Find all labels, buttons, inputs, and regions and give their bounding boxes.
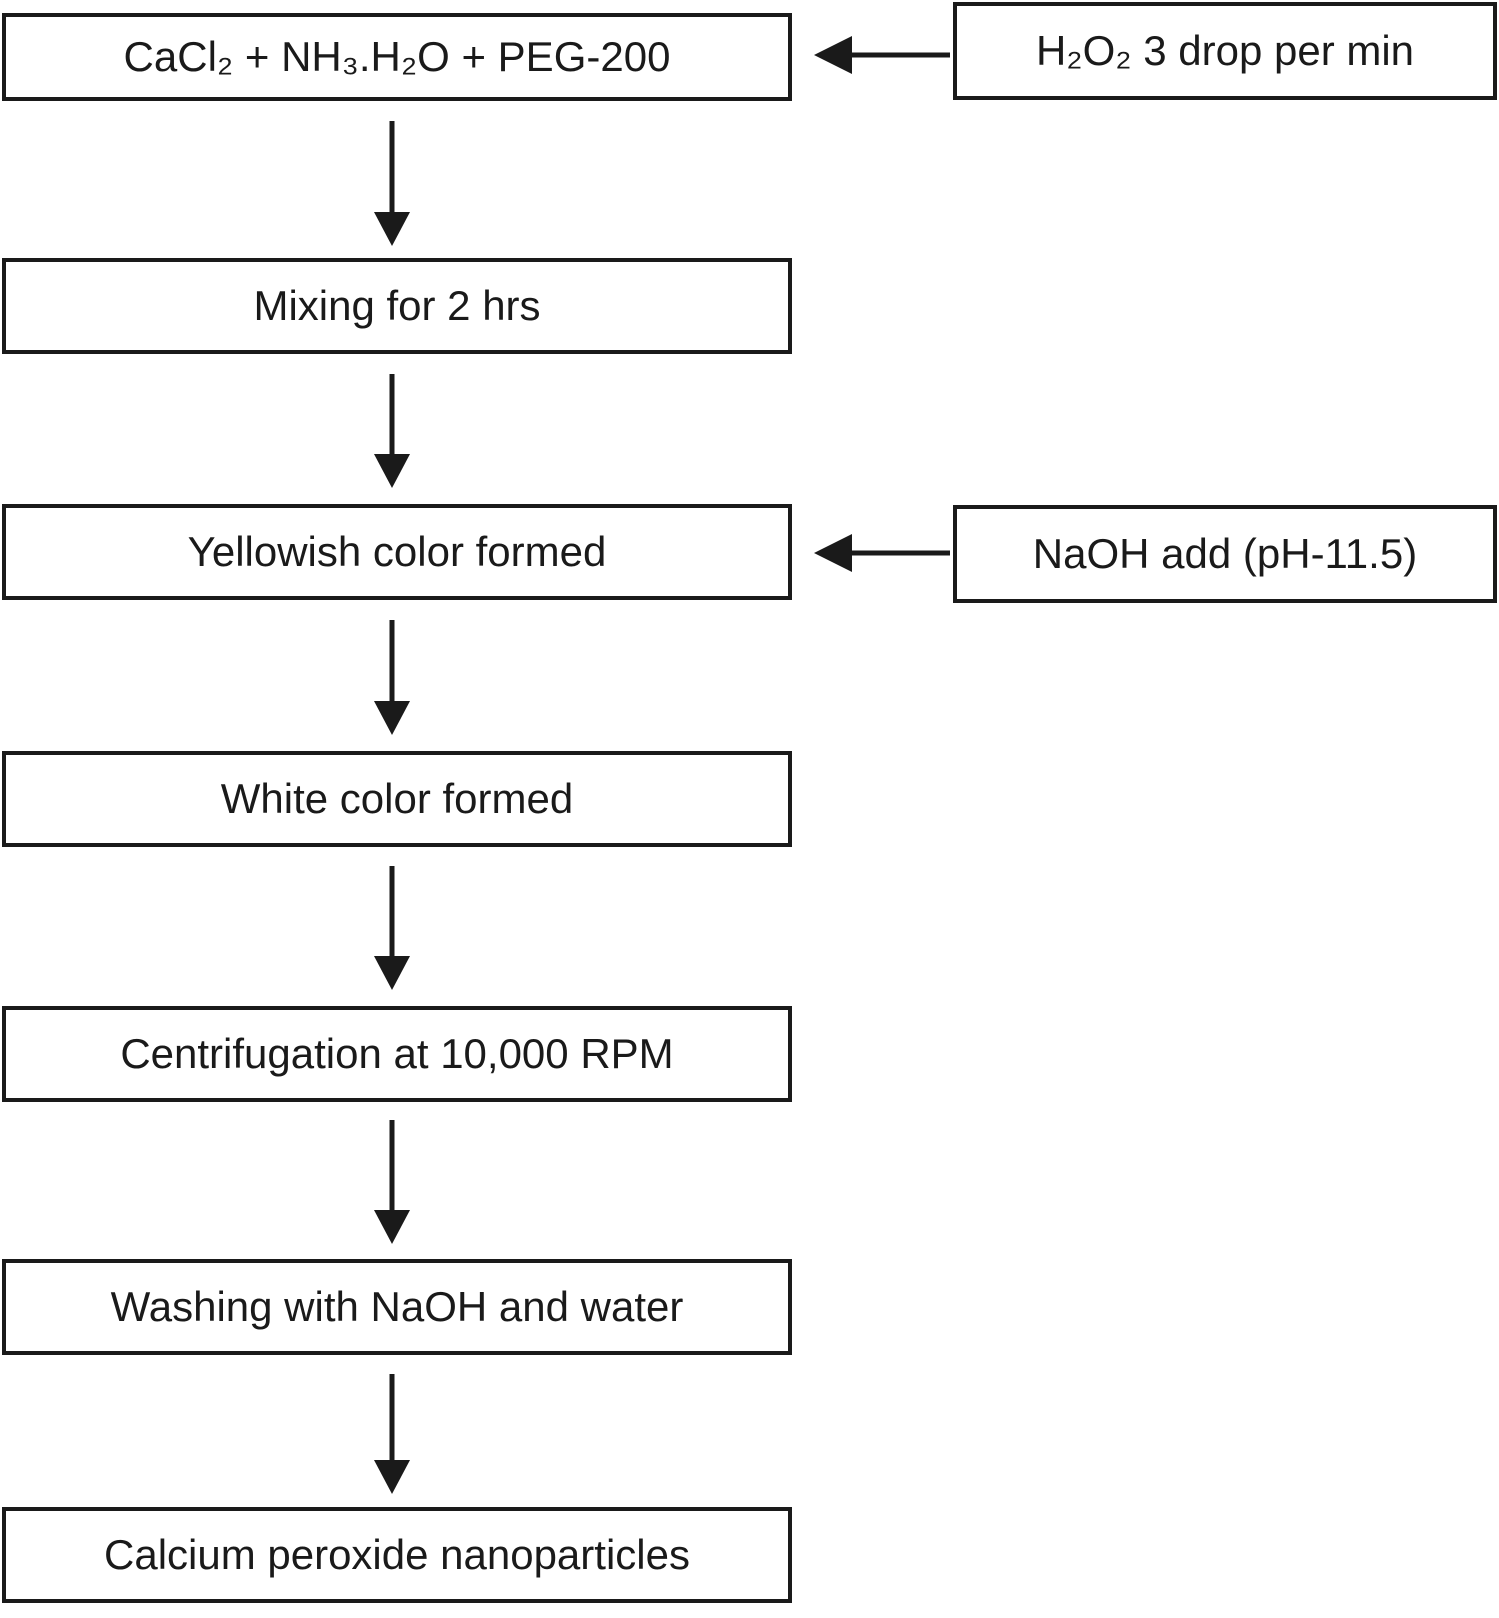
arrow-down-reactants-to-mixing [374,121,410,246]
flow-step-washing: Washing with NaOH and water [2,1259,792,1355]
flow-step-product: Calcium peroxide nanoparticles [2,1507,792,1603]
arrow-left-naoh-to-yellowish [814,534,950,572]
flow-step-mixing-label: Mixing for 2 hrs [253,281,541,329]
flow-step-white-color-label: White color formed [220,774,574,822]
arrow-down-washing-to-product [374,1374,410,1494]
flow-step-centrifugation: Centrifugation at 10,000 RPM [2,1006,792,1102]
flow-input-h2o2: H₂O₂ 3 drop per min [953,2,1497,100]
flow-input-naoh-label: NaOH add (pH-11.5) [1032,529,1418,577]
flow-input-naoh: NaOH add (pH-11.5) [953,505,1497,603]
flow-step-reactants-label: CaCl₂ + NH₃.H₂O + PEG-200 [123,32,671,80]
flow-input-h2o2-label: H₂O₂ 3 drop per min [1035,26,1415,74]
arrow-down-yellowish-to-white [374,620,410,735]
flow-step-reactants: CaCl₂ + NH₃.H₂O + PEG-200 [2,13,792,101]
flow-step-centrifugation-label: Centrifugation at 10,000 RPM [120,1029,674,1077]
flow-step-yellowish-color-label: Yellowish color formed [187,527,607,575]
flow-step-yellowish-color: Yellowish color formed [2,504,792,600]
flow-step-product-label: Calcium peroxide nanoparticles [104,1530,690,1578]
arrow-down-mixing-to-yellowish [374,374,410,488]
arrow-down-white-to-centrifugation [374,866,410,990]
flow-step-washing-label: Washing with NaOH and water [110,1282,684,1330]
flow-step-mixing: Mixing for 2 hrs [2,258,792,354]
arrow-left-h2o2-to-reactants [814,36,950,74]
arrow-down-centrifugation-to-washing [374,1120,410,1244]
flow-step-white-color: White color formed [2,751,792,847]
